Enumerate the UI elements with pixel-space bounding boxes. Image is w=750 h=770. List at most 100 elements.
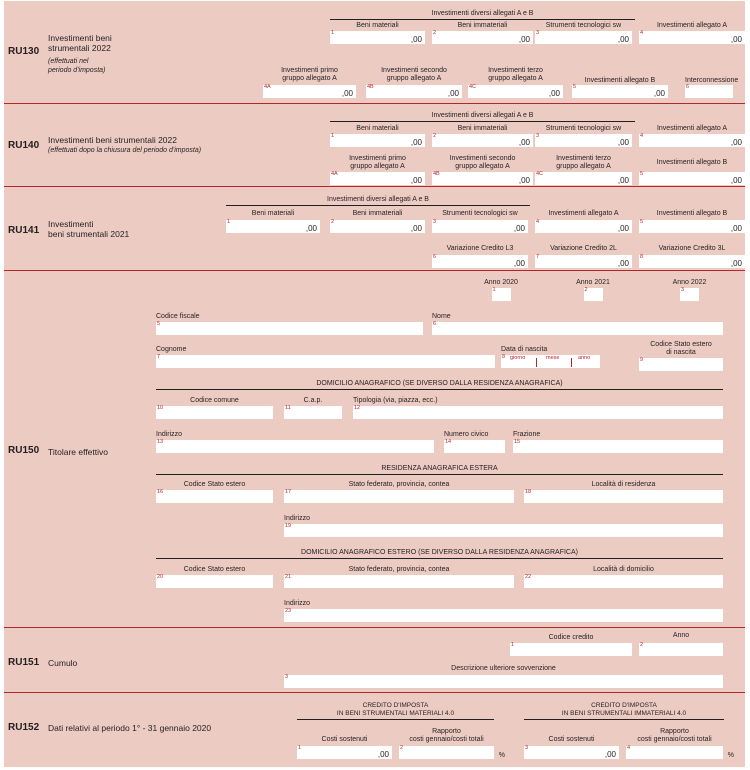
ru150-tipologia-input[interactable]: 12 <box>353 405 723 419</box>
ru151-anno-input[interactable]: 2 <box>639 642 723 656</box>
ru150-numero-civico-label: Numero civico <box>444 431 489 438</box>
ru141-field-2-input[interactable]: 2,00 <box>330 219 425 233</box>
ru150-dom-localita-input[interactable]: 22 <box>524 574 723 588</box>
ru141-title-line1: Investimenti <box>48 219 94 229</box>
ru152-field-4-input-percent: % <box>727 752 734 759</box>
ru140-field-1-input-number: 1 <box>331 133 335 139</box>
section-divider <box>4 627 745 628</box>
ru140-field-4a-input-number: 4A <box>331 171 338 177</box>
ru130-field-3-input[interactable]: 3,00 <box>535 30 632 44</box>
ru141-field-8-input[interactable]: 8,00 <box>639 254 745 268</box>
ru141-field-5-input[interactable]: 5,00 <box>639 219 745 233</box>
ru150-res-stato-label: Codice Stato estero <box>183 481 246 488</box>
ru150-res-provincia-input-number: 17 <box>285 489 292 495</box>
ru150-codice-comune-input-number: 10 <box>157 405 164 411</box>
ru140-field-5-input[interactable]: 5,00 <box>639 171 745 185</box>
ru150-data-nascita-giorno: giorno <box>510 355 526 361</box>
ru152-field-4-input[interactable]: 4% <box>626 745 734 759</box>
ru140-field-4b-label-line2: gruppo allegato A <box>455 163 510 170</box>
ru130-field-4c-input[interactable]: 4C,00 <box>468 84 563 98</box>
ru150-indirizzo-label: Indirizzo <box>156 431 183 438</box>
ru140-field-4b-input-value: ,00 <box>518 176 530 185</box>
ru152-field-3-input[interactable]: 3,00 <box>524 745 619 759</box>
ru141-field-1-label: Beni materiali <box>251 210 295 217</box>
ru150-year-1-checkbox[interactable]: 1 <box>491 287 511 301</box>
ru152-field-2-input[interactable]: 2% <box>399 745 505 759</box>
ru150-year-2-label: Anno 2021 <box>576 279 610 286</box>
ru130-note-line2: periodo d'imposta) <box>48 67 106 74</box>
ru130-field-5-input-value: ,00 <box>653 89 665 98</box>
ru152-field-1-input[interactable]: 1,00 <box>297 745 392 759</box>
ru141-field-6-input-number: 6 <box>433 254 437 260</box>
ru140-field-4-input[interactable]: 4,00 <box>639 133 745 147</box>
ru141-field-4-input[interactable]: 4,00 <box>535 219 632 233</box>
ru151-descrizione-input[interactable]: 3 <box>284 674 723 688</box>
ru141-field-7-input[interactable]: 7,00 <box>535 254 632 268</box>
ru141-field-4-input-value: ,00 <box>617 224 629 233</box>
ru150-year-3-checkbox[interactable]: 3 <box>680 287 699 301</box>
ru130-field-4c-input-value: ,00 <box>548 89 560 98</box>
ru130-field-2-input[interactable]: 2,00 <box>432 30 533 44</box>
ru150-codice-comune-input[interactable]: 10 <box>156 405 273 419</box>
ru150-cap-label: C.a.p. <box>303 397 323 404</box>
ru150-dom-provincia-input[interactable]: 21 <box>284 574 514 588</box>
ru150-cognome-input[interactable]: 7 <box>156 354 495 368</box>
ru152-field-3-label: Costi sostenuti <box>548 736 595 743</box>
ru141-field-5-input-value: ,00 <box>730 224 742 233</box>
ru150-res-indirizzo-input-number: 19 <box>285 523 292 529</box>
ru150-codice-fiscale-input[interactable]: 5 <box>156 321 423 335</box>
ru150-dom-indirizzo-input[interactable]: 23 <box>284 608 723 622</box>
ru130-field-1-input[interactable]: 1,00 <box>330 30 425 44</box>
ru140-field-4c-label-line1: Investimenti terzo <box>556 155 611 162</box>
ru140-field-1-input[interactable]: 1,00 <box>330 133 425 147</box>
ru130-field-5-label: Investimenti allegato B <box>584 77 656 84</box>
ru150-res-stato-input[interactable]: 16 <box>156 489 273 503</box>
ru150-dom-stato-input[interactable]: 20 <box>156 574 273 588</box>
ru150-res-indirizzo-input[interactable]: 19 <box>284 523 723 537</box>
ru150-cap-input[interactable]: 11 <box>284 405 342 419</box>
ru150-nome-input[interactable]: 6 <box>432 321 723 335</box>
ru150-frazione-input[interactable]: 15 <box>513 439 723 453</box>
ru150-title: Titolare effettivo <box>48 447 109 457</box>
ru141-field-8-label: Variazione Credito 3L <box>658 245 726 252</box>
ru151-codice-credito-input[interactable]: 1 <box>510 642 632 656</box>
ru140-field-3-input[interactable]: 3,00 <box>535 133 632 147</box>
ru150-frazione-label: Frazione <box>513 431 541 438</box>
ru130-field-6-input[interactable]: 6 <box>685 84 733 98</box>
ru130-field-4-input-value: ,00 <box>730 35 742 44</box>
ru130-field-4a-input-number: 4A <box>264 84 271 90</box>
ru130-field-4b-input[interactable]: 4B,00 <box>366 84 462 98</box>
ru141-field-2-input-number: 2 <box>331 219 335 225</box>
ru150-indirizzo-input[interactable]: 13 <box>156 439 434 453</box>
ru130-field-4b-input-number: 4B <box>367 84 374 90</box>
ru130-group-header: Investimenti diversi allegati A e B <box>431 10 534 17</box>
ru141-field-3-input[interactable]: 3,00 <box>432 219 528 233</box>
ru140-field-4b-input[interactable]: 4B,00 <box>432 171 533 185</box>
ru150-year-2-checkbox[interactable]: 2 <box>583 287 603 301</box>
ru130-field-4a-input[interactable]: 4A,00 <box>263 84 356 98</box>
ru140-field-2-input[interactable]: 2,00 <box>432 133 533 147</box>
ru151-anno-input-number: 2 <box>640 642 644 648</box>
ru141-field-1-input[interactable]: 1,00 <box>226 219 320 233</box>
ru130-field-4-input-number: 4 <box>640 30 644 36</box>
ru150-numero-civico-input[interactable]: 14 <box>444 439 505 453</box>
ru140-field-4c-input[interactable]: 4C,00 <box>535 171 632 185</box>
ru150-stato-nascita-input-number: 9 <box>640 357 644 363</box>
ru130-field-1-input-value: ,00 <box>410 35 422 44</box>
ru150-year-1-checkbox-number: 1 <box>492 287 496 293</box>
ru141-field-8-input-number: 8 <box>640 254 644 260</box>
ru141-field-6-input[interactable]: 6,00 <box>432 254 528 268</box>
ru130-field-2-input-number: 2 <box>433 30 437 36</box>
ru150-res-localita-input[interactable]: 18 <box>524 489 723 503</box>
ru140-field-3-label: Strumenti tecnologici sw <box>545 125 622 132</box>
ru140-field-4a-input[interactable]: 4A,00 <box>330 171 425 185</box>
ru130-field-5-input[interactable]: 5,00 <box>572 84 668 98</box>
ru141-field-7-label: Variazione Credito 2L <box>550 245 617 252</box>
section-divider <box>4 270 745 271</box>
ru150-data-nascita-anno: anno <box>578 355 591 361</box>
ru150-stato-nascita-input[interactable]: 9 <box>639 357 723 371</box>
ru130-field-4-input[interactable]: 4,00 <box>639 30 745 44</box>
ru150-res-provincia-input[interactable]: 17 <box>284 489 514 503</box>
ru140-title: Investimenti beni strumentali 2022 <box>48 135 177 145</box>
